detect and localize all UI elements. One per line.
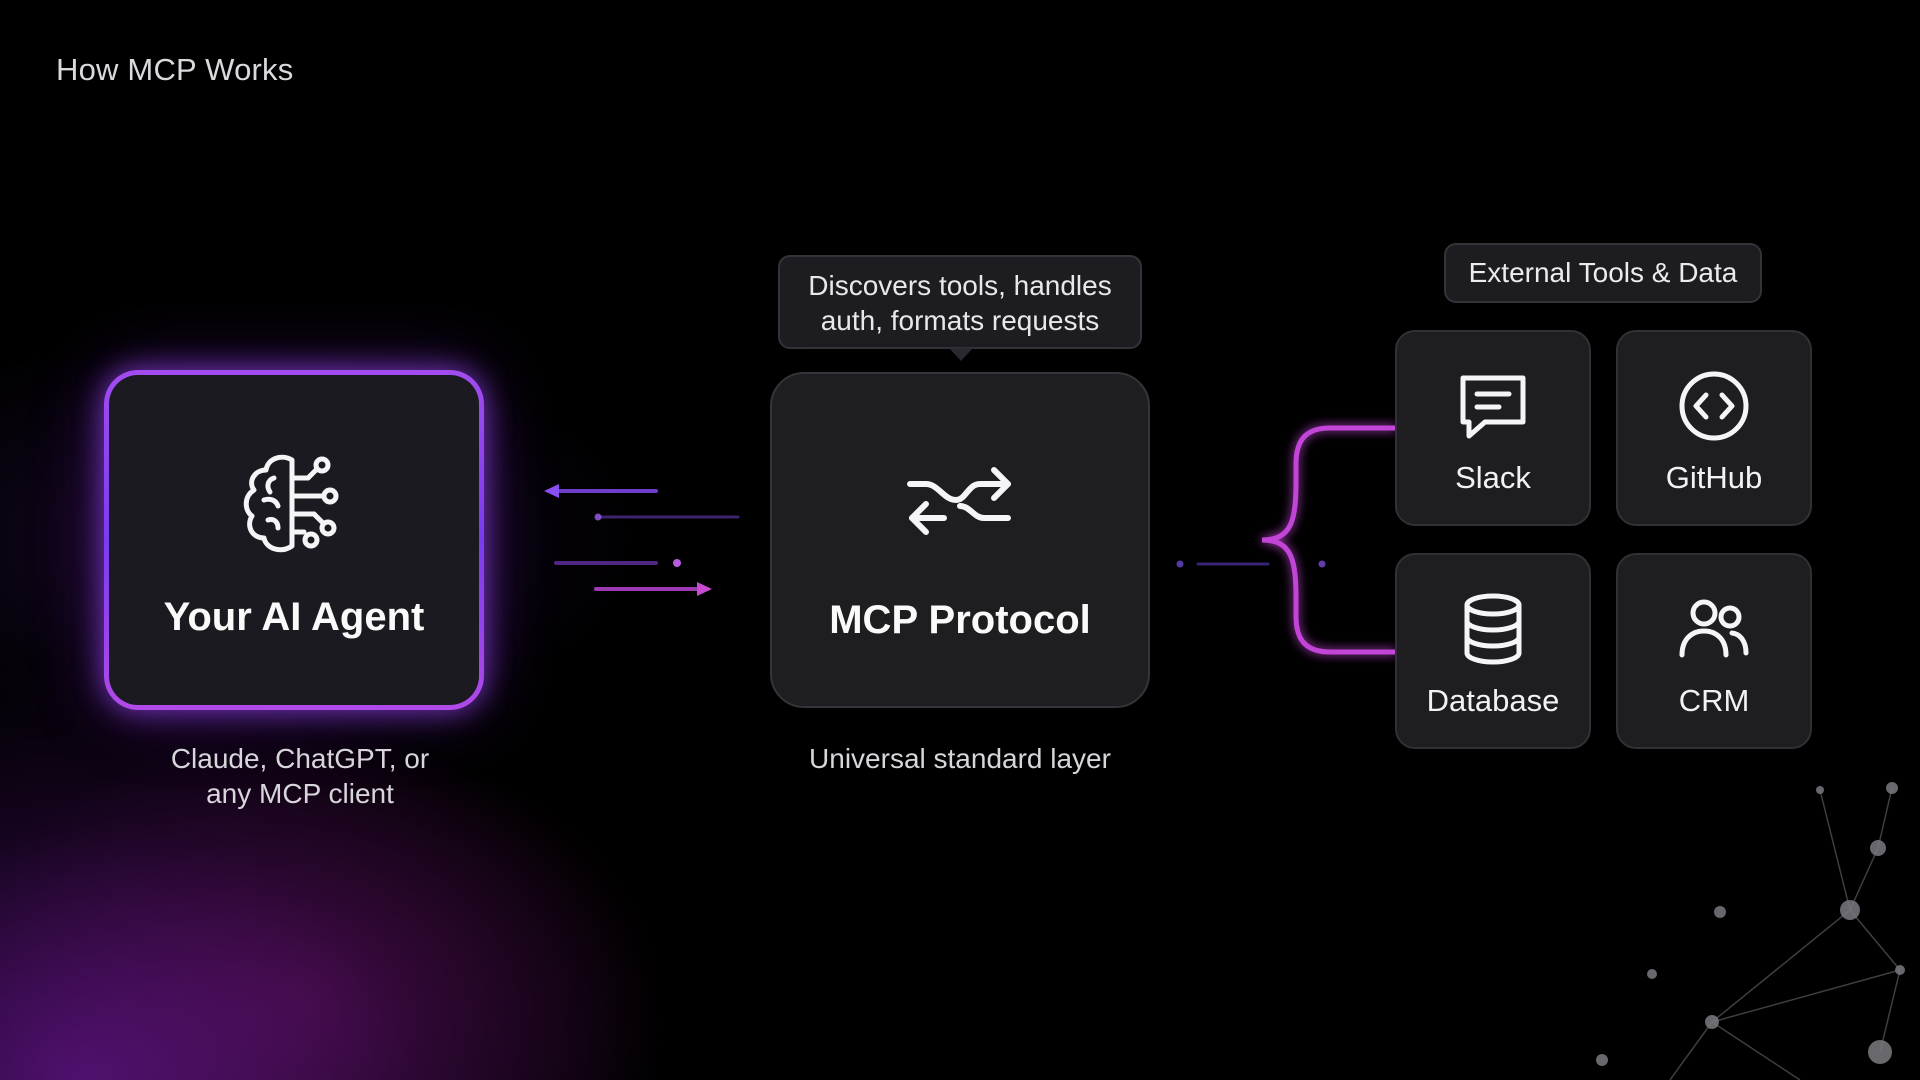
tool-label-slack: Slack bbox=[1455, 460, 1531, 495]
protocol-tooltip-line1: Discovers tools, handles bbox=[808, 270, 1112, 301]
left-arrowhead-icon bbox=[544, 484, 559, 498]
chat-bubble-icon bbox=[1460, 375, 1526, 439]
page-title: How MCP Works bbox=[56, 52, 294, 87]
right-arrowhead-icon bbox=[697, 582, 712, 596]
users-icon bbox=[1679, 599, 1749, 658]
agent-to-protocol-link bbox=[484, 484, 772, 596]
tool-card-database[interactable]: Database bbox=[1395, 553, 1591, 749]
tool-label-database: Database bbox=[1426, 683, 1560, 718]
ai-agent-label: Your AI Agent bbox=[163, 595, 425, 639]
external-tools-heading: External Tools & Data bbox=[1444, 243, 1762, 303]
mcp-protocol-label: MCP Protocol bbox=[829, 598, 1091, 642]
ai-agent-caption-line2: any MCP client bbox=[206, 778, 394, 809]
tool-card-github[interactable]: GitHub bbox=[1616, 330, 1812, 526]
ai-agent-caption-line1: Claude, ChatGPT, or bbox=[170, 743, 430, 774]
protocol-tooltip: Discovers tools, handles auth, formats r… bbox=[778, 255, 1142, 349]
swap-arrows-icon bbox=[907, 467, 1011, 535]
network-decoration bbox=[1596, 782, 1905, 1080]
tool-label-crm: CRM bbox=[1678, 683, 1750, 718]
tool-label-github: GitHub bbox=[1665, 460, 1763, 495]
tool-card-crm[interactable]: CRM bbox=[1616, 553, 1812, 749]
protocol-tooltip-line2: auth, formats requests bbox=[820, 305, 1100, 336]
ai-agent-caption: Claude, ChatGPT, or any MCP client bbox=[110, 741, 490, 811]
database-icon bbox=[1464, 593, 1522, 665]
code-brackets-icon bbox=[1679, 371, 1749, 441]
protocol-to-tools-link bbox=[1150, 425, 1396, 655]
mcp-protocol-node[interactable]: MCP Protocol bbox=[770, 372, 1150, 708]
brain-circuit-icon bbox=[243, 454, 339, 553]
tooltip-pointer bbox=[949, 348, 973, 361]
ai-agent-node[interactable]: Your AI Agent bbox=[104, 370, 484, 710]
tool-card-slack[interactable]: Slack bbox=[1395, 330, 1591, 526]
mcp-protocol-caption: Universal standard layer bbox=[809, 743, 1111, 774]
